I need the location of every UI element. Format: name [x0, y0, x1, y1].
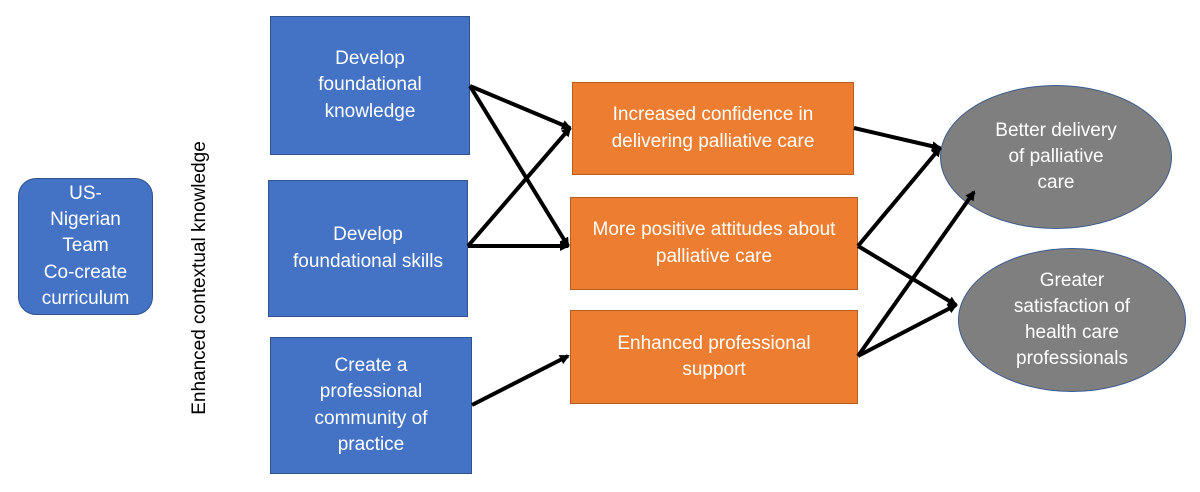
input-box-skills: Develop foundational skills — [268, 180, 468, 317]
impact-label-delivery: Better delivery of palliative care — [995, 119, 1117, 194]
arrow-community-to-support — [471, 354, 570, 407]
arrow-attitudes-to-delivery — [856, 146, 942, 248]
arrow-support-to-satisfaction — [857, 303, 958, 358]
input-label-knowledge: Develop foundational knowledge — [318, 48, 422, 122]
input-box-knowledge: Develop foundational knowledge — [270, 16, 470, 155]
outcome-box-support: Enhanced professional support — [570, 310, 858, 404]
arrow-knowledge-to-confidence — [469, 84, 572, 130]
arrow-confidence-to-delivery — [853, 126, 942, 152]
input-label-skills: Develop foundational skills — [293, 224, 443, 272]
outcome-box-attitudes: More positive attitudes about palliative… — [570, 197, 858, 290]
team-box: US- Nigerian Team Co-create curriculum — [18, 178, 153, 315]
outcome-label-confidence: Increased confidence in delivering palli… — [611, 104, 815, 152]
outcome-label-attitudes: More positive attitudes about palliative… — [592, 219, 836, 267]
input-box-community: Create a professional community of pract… — [270, 337, 472, 474]
arrow-knowledge-to-attitudes — [468, 84, 570, 248]
impact-label-satisfaction: Greater satisfaction of health care prof… — [1013, 269, 1131, 370]
impact-ellipse-delivery: Better delivery of palliative care — [940, 85, 1172, 229]
arrow-attitudes-to-satisfaction — [856, 244, 958, 307]
outcome-label-support: Enhanced professional support — [617, 332, 811, 380]
input-label-community: Create a professional community of pract… — [314, 355, 428, 455]
arrow-skills-to-confidence — [466, 126, 572, 248]
outcome-box-confidence: Increased confidence in delivering palli… — [572, 82, 854, 175]
team-label: US- Nigerian Team Co-create curriculum — [41, 182, 130, 309]
arrow-support-to-delivery — [856, 190, 976, 358]
impact-ellipse-satisfaction: Greater satisfaction of health care prof… — [958, 248, 1186, 392]
